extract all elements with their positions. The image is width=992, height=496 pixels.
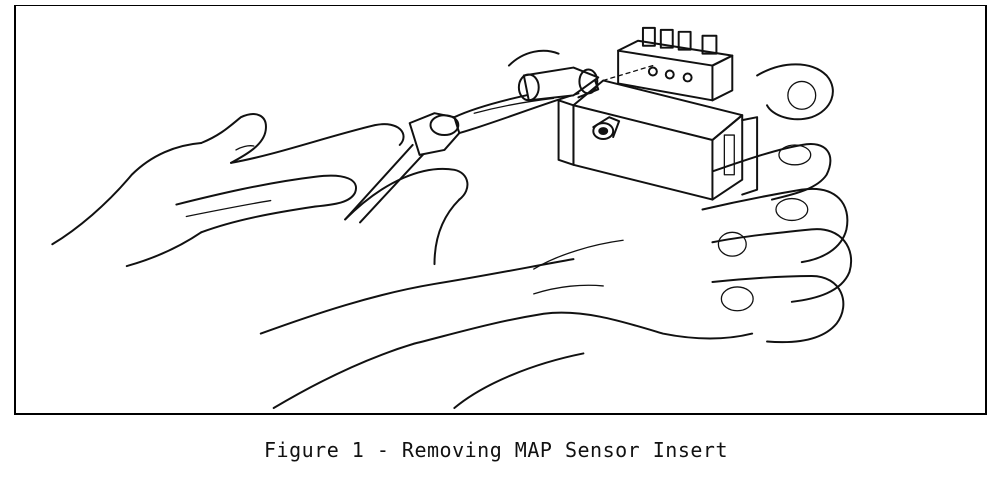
right-hand-drawing — [259, 49, 853, 410]
map-sensor-drawing — [517, 26, 759, 201]
figure-frame — [14, 5, 987, 415]
figure-caption: Figure 1 - Removing MAP Sensor Insert — [263, 438, 729, 462]
pliers-drawing — [344, 74, 600, 224]
map-sensor-illustration — [51, 26, 853, 410]
left-hand-drawing — [51, 113, 405, 268]
